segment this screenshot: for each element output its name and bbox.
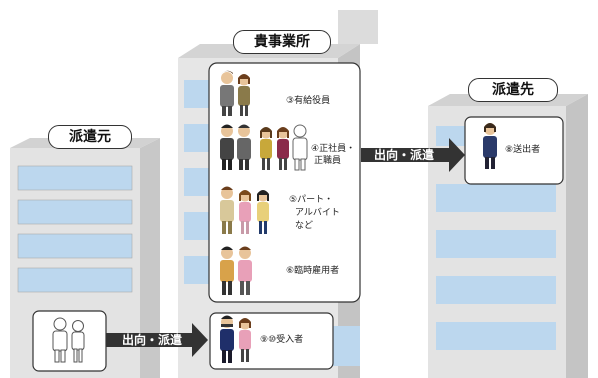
- arrow-to-destination: [361, 138, 465, 172]
- source-building-label: 派遣元: [48, 125, 132, 149]
- figures-received: [220, 315, 251, 363]
- destination-building-label: 派遣先: [468, 78, 558, 102]
- figures-source-outline: [52, 317, 85, 363]
- label-temporary: ⑥臨時雇用者: [286, 266, 340, 276]
- label-sent-out: ⑧送出者: [505, 145, 541, 155]
- center-staff-box: [208, 62, 361, 303]
- figures-executives: [220, 70, 250, 116]
- figures-temporary: [220, 246, 252, 295]
- arrow-from-source-label: 出向・派遣: [122, 333, 183, 347]
- label-received: ⑨⑩受入者: [260, 335, 304, 345]
- label-regular-line2: 正職員: [314, 156, 342, 166]
- figures-part-time: [220, 186, 269, 234]
- center-building-label: 貴事業所: [233, 30, 331, 54]
- label-parttime-line3: など: [295, 221, 314, 231]
- label-executives: ③有給役員: [286, 96, 331, 106]
- label-regular-line1: ④正社員・: [311, 144, 356, 154]
- label-parttime-line1: ⑤パート・: [289, 195, 334, 205]
- source-staff-box: [32, 310, 107, 372]
- label-parttime-line2: アルバイト: [295, 208, 340, 218]
- figures-regular-staff: [220, 124, 308, 171]
- figure-sent-out: [483, 123, 497, 169]
- arrow-from-source: [106, 323, 208, 357]
- arrow-to-destination-label: 出向・派遣: [374, 148, 435, 162]
